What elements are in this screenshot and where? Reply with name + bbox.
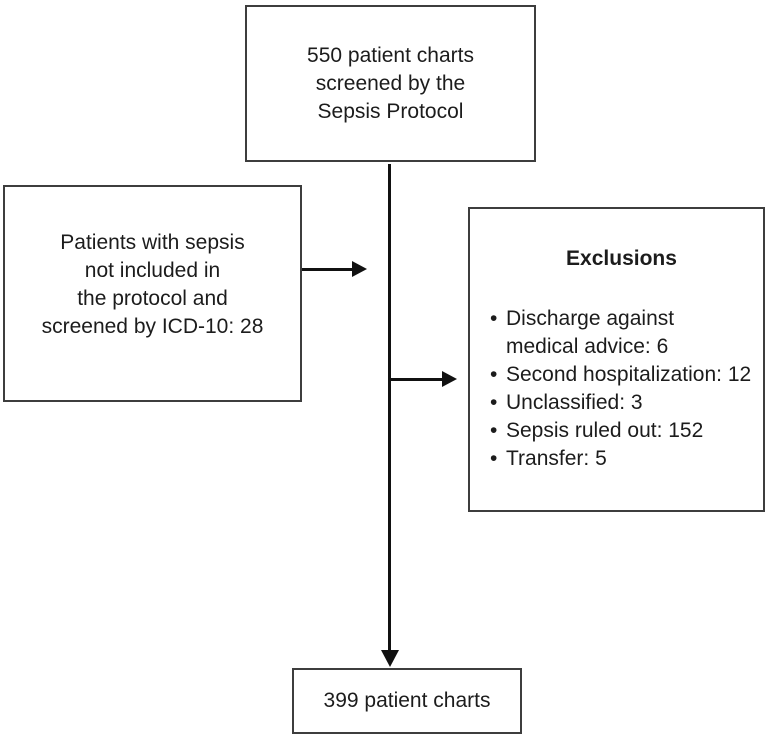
icd10-inclusion-arrow-line [302,268,353,271]
list-item: • Discharge against medical advice: 6 [490,305,753,361]
icd10-screened-text: Patients with sepsis not included in the… [41,231,264,338]
main-flow-arrow-line [388,164,391,651]
final-charts-text: 399 patient charts [323,689,491,712]
exclusion-item-text: Transfer: 5 [506,447,607,470]
bullet-icon: • [490,447,498,470]
exclusions-list: • Discharge against medical advice: 6 • … [490,305,753,473]
exclusion-item-text: Second hospitalization: 12 [506,363,752,386]
exclusions-title: Exclusions [566,247,677,270]
arrow-right-icon [352,261,367,277]
bullet-icon: • [490,391,498,414]
bullet-icon: • [490,363,498,386]
exclusion-item-text: Sepsis ruled out: 152 [506,419,704,442]
exclusion-item-text: Unclassified: 3 [506,391,643,414]
arrow-down-icon [381,650,399,667]
list-item: • Second hospitalization: 12 [490,361,753,389]
final-charts-box: 399 patient charts [292,668,522,734]
list-item: • Transfer: 5 [490,445,753,473]
bullet-icon: • [490,307,498,330]
icd10-screened-box: Patients with sepsis not included in the… [3,185,302,402]
screened-charts-box: 550 patient charts screened by the Sepsi… [245,5,536,162]
exclusions-arrow-line [389,378,443,381]
list-item: • Sepsis ruled out: 152 [490,417,753,445]
exclusion-item-text: Discharge against medical advice: 6 [506,307,675,358]
list-item: • Unclassified: 3 [490,389,753,417]
arrow-right-icon [442,371,457,387]
bullet-icon: • [490,419,498,442]
screened-charts-text: 550 patient charts screened by the Sepsi… [307,43,474,123]
exclusions-box: Exclusions • Discharge against medical a… [468,207,765,512]
